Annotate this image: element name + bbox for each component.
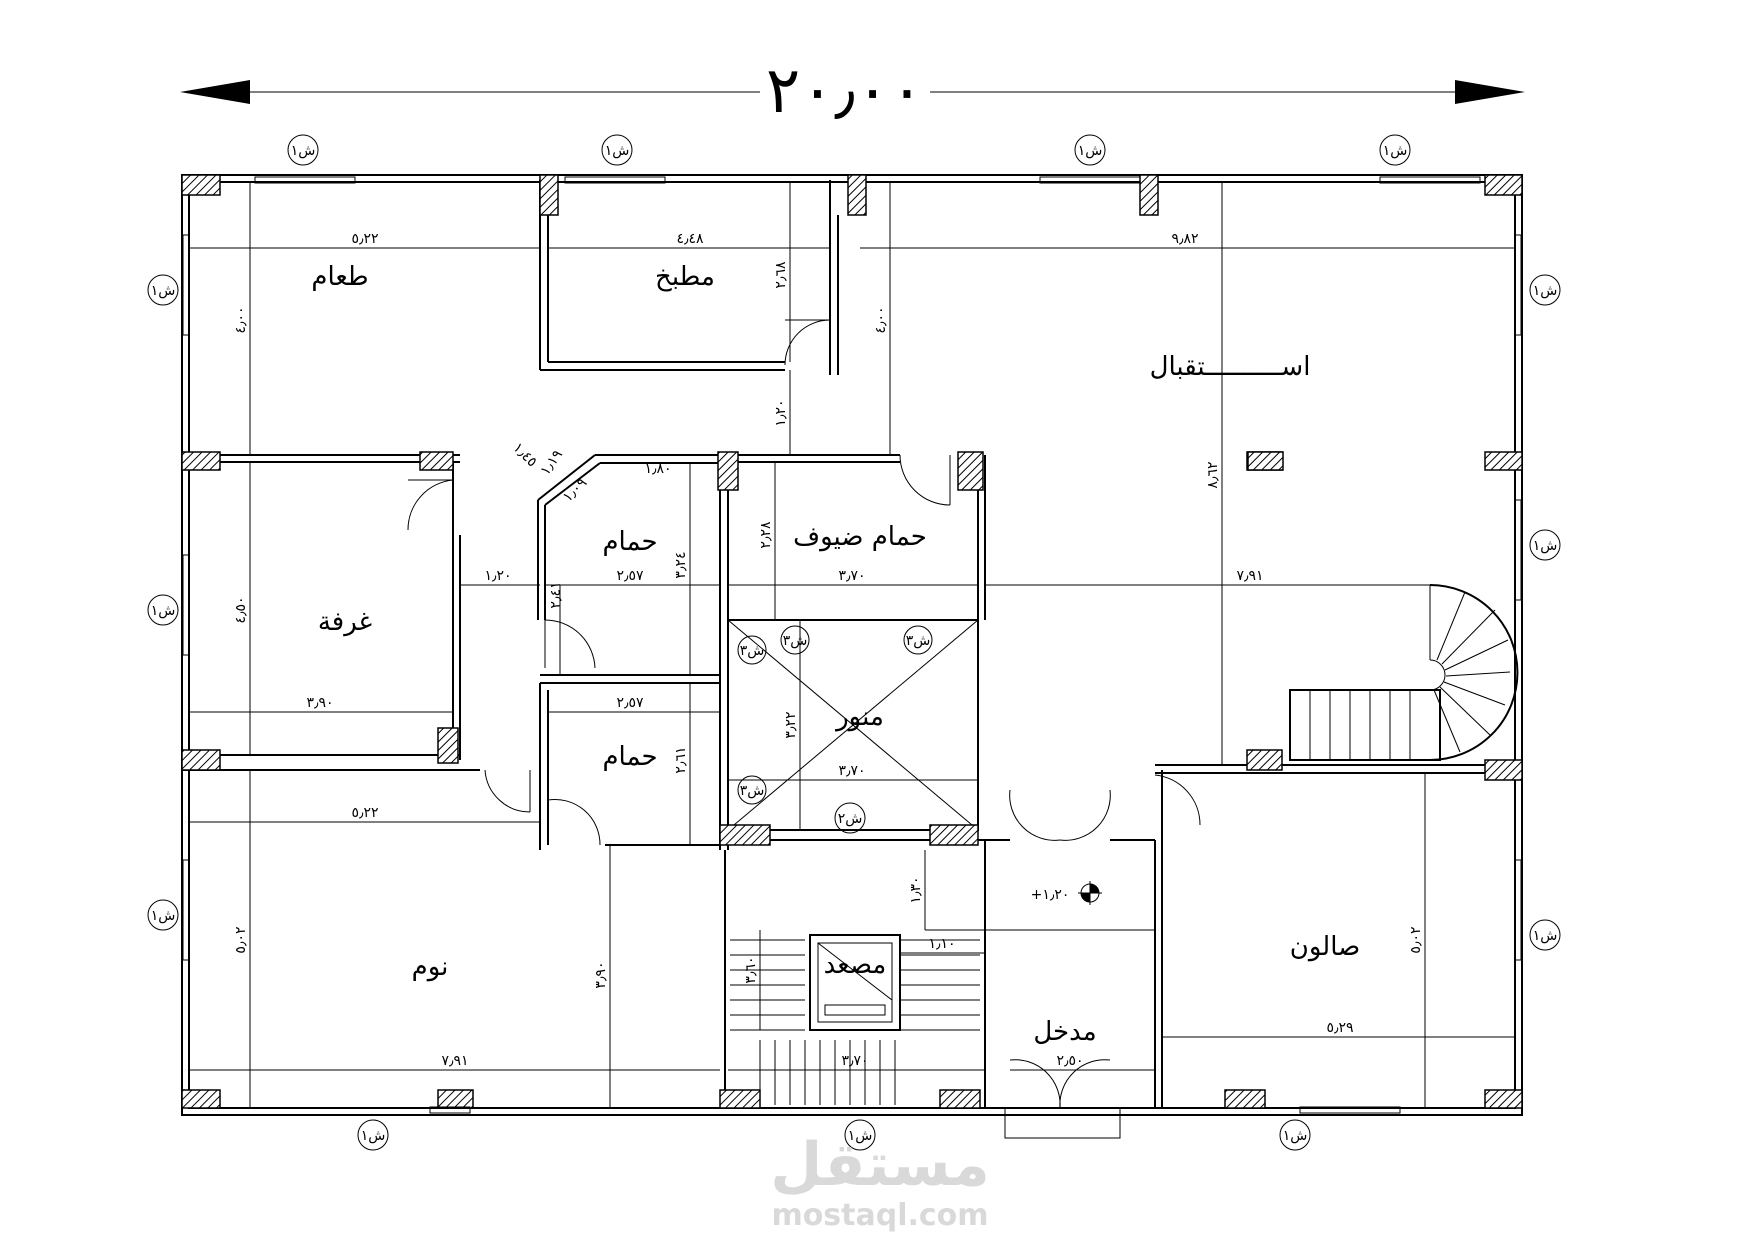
dim-120-h: ١٫٢٠	[484, 568, 511, 584]
dim-522-bot: ٥٫٢٢	[351, 805, 378, 821]
dim-502-left: ٥٫٠٢	[233, 926, 249, 953]
window-tag-bottom-1: ش١	[361, 1128, 386, 1144]
dim-130: ١٫٣٠	[908, 876, 924, 903]
window-tag-lightwell-1: ش٣	[740, 643, 765, 659]
dim-241: ٢٫٤١	[548, 581, 564, 608]
dim-448: ٤٫٤٨	[676, 231, 704, 247]
overall-dimension-label: ٢٠٫٠٠	[766, 54, 924, 128]
window-tag-right-3: ش١	[1533, 928, 1558, 944]
room-label-lightwell: منور	[834, 702, 884, 732]
dim-982: ٩٫٨٢	[1171, 231, 1198, 247]
room-label-reception: اســــــــــتقبال	[1150, 352, 1311, 382]
dim-324: ٣٫٢٤	[673, 551, 689, 578]
dim-390: ٣٫٩٠	[306, 695, 333, 711]
dim-360: ٣٫٦٠	[743, 956, 759, 983]
dim-228: ٢٫٢٨	[758, 521, 774, 549]
window-tag-labels: ش١ ش١ ش١ ش١ ش١ ش١ ش١ ش١ ش١ ش١ ش١ ش١ ش١ ش…	[151, 143, 1558, 1144]
room-label-elevator: مصعد	[824, 950, 887, 980]
window-tag-lightwell-2: ش٣	[783, 633, 808, 649]
dim-400-mid: ٤٫٠٠	[873, 306, 889, 333]
dim-261: ٢٫٦١	[673, 746, 689, 773]
dim-110: ١٫١٠	[928, 936, 955, 952]
window-tag-left-1: ش١	[151, 283, 176, 299]
window-tag-right-1: ش١	[1533, 283, 1558, 299]
dim-180: ١٫٨٠	[644, 461, 671, 477]
dim-370-a: ٣٫٧٠	[838, 568, 865, 584]
dim-145: ١٫٤٥	[510, 440, 540, 470]
columns	[181, 174, 1523, 1109]
dim-250: ٢٫٥٠	[1056, 1053, 1083, 1069]
room-label-kitchen: مطبخ	[655, 262, 715, 292]
room-label-guest-bath: حمام ضيوف	[793, 522, 927, 552]
level-marker	[1078, 881, 1102, 905]
doors	[407, 319, 1201, 1109]
dimension-lines	[190, 182, 1515, 1108]
dim-791-a: ٧٫٩١	[1236, 568, 1263, 584]
window-tag-top-1: ش١	[291, 143, 316, 159]
dim-450: ٤٫٥٠	[233, 596, 249, 623]
dim-257-a: ٢٫٥٧	[616, 568, 644, 584]
level-mark-label: +١٫٢٠	[1031, 887, 1070, 903]
dim-791-b: ٧٫٩١	[441, 1053, 468, 1069]
windows	[182, 176, 1522, 1114]
dim-529: ٥٫٢٩	[1326, 1020, 1353, 1036]
window-tag-top-2: ش١	[605, 143, 630, 159]
dim-370-b: ٣٫٧٠	[838, 763, 865, 779]
room-label-dining: طعام	[311, 262, 368, 292]
window-tag-top-4: ش١	[1383, 143, 1408, 159]
window-tag-lightwell-3: ش٣	[906, 633, 931, 649]
overall-dimension-arrow	[180, 80, 1525, 104]
watermark-arabic: مستقل	[770, 1130, 989, 1200]
watermark-latin: mostaql.com	[771, 1198, 988, 1233]
dim-502-right: ٥٫٠٢	[1408, 926, 1424, 953]
room-label-bath-1: حمام	[602, 527, 657, 557]
room-label-entrance: مدخل	[1033, 1017, 1096, 1047]
room-label-salon: صالون	[1290, 932, 1360, 962]
dim-522-top: ٥٫٢٢	[351, 231, 378, 247]
window-tag-left-2: ش١	[151, 603, 176, 619]
window-tag-top-3: ش١	[1078, 143, 1103, 159]
dim-120-v: ١٫٢٠	[773, 399, 789, 426]
straight-stairs	[730, 939, 980, 1105]
window-tag-bottom-3: ش١	[1283, 1128, 1308, 1144]
dim-400-left: ٤٫٠٠	[233, 306, 249, 333]
spiral-stairs	[1289, 584, 1519, 761]
room-label-bedroom: نوم	[412, 952, 449, 982]
window-tag-right-2: ش١	[1533, 538, 1558, 554]
window-tag-left-3: ش١	[151, 908, 176, 924]
window-tags	[147, 134, 1561, 1151]
room-label-bath-2: حمام	[602, 742, 657, 772]
interior-walls	[182, 180, 1522, 1139]
dim-268: ٢٫٦٨	[773, 261, 789, 289]
dim-119: ١٫١٩	[537, 447, 566, 478]
window-tag-lightwell-4: ش٣	[740, 783, 765, 799]
dim-390-b: ٣٫٩٠	[593, 961, 609, 988]
dim-322: ٣٫٢٢	[783, 711, 799, 738]
room-label-room: غرفة	[318, 607, 372, 637]
window-tag-bottom-2: ش١	[848, 1128, 873, 1144]
dim-862: ٨٫٦٢	[1205, 461, 1221, 488]
window-tag-lightwell-bottom: ش٢	[838, 811, 863, 827]
dim-257-b: ٢٫٥٧	[616, 695, 644, 711]
dim-370-c: ٣٫٧٠	[841, 1053, 868, 1069]
